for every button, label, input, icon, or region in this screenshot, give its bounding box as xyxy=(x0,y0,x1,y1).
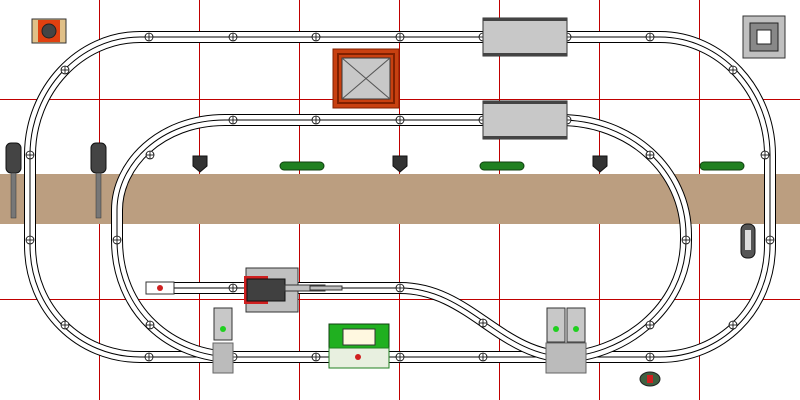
track-joint xyxy=(311,32,321,42)
track-joint xyxy=(645,352,655,362)
track-joint xyxy=(681,235,691,245)
track-joint xyxy=(765,235,775,245)
track-joint xyxy=(228,32,238,42)
track-joint xyxy=(395,32,405,42)
tunnel-portal-icon[interactable] xyxy=(279,161,325,171)
signal-tower-icon[interactable] xyxy=(5,142,22,219)
track-joint xyxy=(311,115,321,125)
track-joint xyxy=(395,352,405,362)
lamp-post-icon[interactable] xyxy=(392,155,408,173)
track-joint xyxy=(645,32,655,42)
signal-tower-icon[interactable] xyxy=(90,142,107,219)
hobo-shack-icon[interactable] xyxy=(639,371,661,387)
track-joint xyxy=(645,320,655,330)
station-platform-icon[interactable] xyxy=(482,100,568,140)
station-platform-icon[interactable] xyxy=(482,17,568,57)
track-joint xyxy=(145,150,155,160)
track-joint xyxy=(395,283,405,293)
track-joint xyxy=(145,320,155,330)
station-icon[interactable] xyxy=(328,323,390,369)
track-joint xyxy=(728,65,738,75)
tunnel-portal-icon[interactable] xyxy=(699,161,745,171)
track-joint xyxy=(478,352,488,362)
water-tower-icon[interactable] xyxy=(742,15,786,59)
lamp-post-icon[interactable] xyxy=(192,155,208,173)
bumper-icon[interactable] xyxy=(145,281,175,295)
track-joint xyxy=(311,352,321,362)
block-signal-icon[interactable] xyxy=(740,223,756,259)
track-joint xyxy=(478,318,488,328)
track-joint xyxy=(25,150,35,160)
track-joint xyxy=(25,235,35,245)
switch-tower-icon[interactable] xyxy=(545,307,587,374)
freight-depot-icon[interactable] xyxy=(332,48,400,109)
track-joint xyxy=(60,65,70,75)
track-joint xyxy=(228,283,238,293)
track-joint xyxy=(395,115,405,125)
track-joint xyxy=(112,235,122,245)
track-joint xyxy=(228,115,238,125)
tunnel-portal-icon[interactable] xyxy=(479,161,525,171)
lamp-post-icon[interactable] xyxy=(592,155,608,173)
track-joint xyxy=(60,320,70,330)
track-joint xyxy=(144,32,154,42)
crane-car-icon[interactable] xyxy=(244,267,343,313)
track-joint xyxy=(144,352,154,362)
track-joint xyxy=(645,150,655,160)
switch-tower-icon[interactable] xyxy=(212,307,234,374)
track-joint xyxy=(728,320,738,330)
crossing-gate-icon[interactable] xyxy=(31,18,67,44)
track-joint xyxy=(760,150,770,160)
